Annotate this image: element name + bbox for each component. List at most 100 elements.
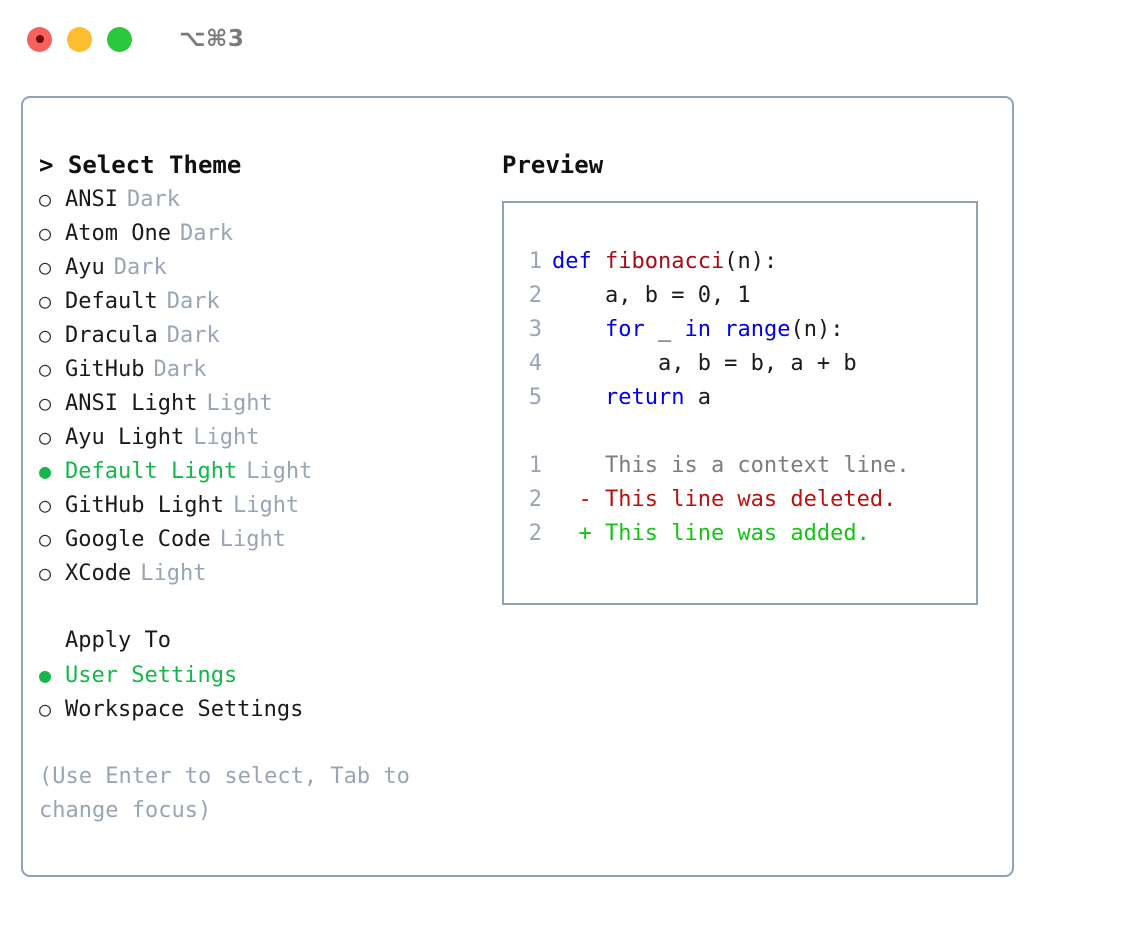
- code-line-content: def fibonacci(n):: [552, 245, 777, 279]
- preview-heading: Preview: [502, 151, 604, 179]
- apply-to-section: Apply To ●User Settings○Workspace Settin…: [39, 624, 489, 726]
- radio-unselected-icon: ○: [39, 493, 52, 517]
- theme-option-atom-one[interactable]: ○ Atom One Dark: [39, 216, 489, 250]
- theme-option-tag: Dark: [113, 255, 167, 280]
- maximize-button-icon[interactable]: [107, 26, 132, 52]
- code-line-number: 5: [528, 385, 542, 410]
- apply-to-option-workspace-settings[interactable]: ○ Workspace Settings: [39, 692, 489, 726]
- select-theme-heading: > Select Theme: [39, 151, 242, 179]
- theme-option-tag: Dark: [166, 323, 220, 348]
- code-token-plain: a, b = 0, 1: [552, 283, 751, 308]
- radio-selected-icon: ●: [39, 459, 52, 483]
- keyboard-hint-text: (Use Enter to select, Tab to change focu…: [39, 764, 424, 823]
- code-token-plain: (n):: [724, 249, 778, 274]
- window-controls: [27, 26, 132, 52]
- radio-unselected-icon: ○: [39, 255, 52, 279]
- radio-unselected-icon: ○: [39, 357, 52, 381]
- close-button-icon[interactable]: [27, 26, 52, 52]
- theme-option-label: GitHub Light: [65, 493, 224, 518]
- code-token-plain: a: [684, 385, 711, 410]
- code-line-content: a, b = 0, 1: [552, 279, 751, 313]
- diff-line-number: 2: [528, 521, 542, 546]
- theme-option-tag: Dark: [166, 289, 220, 314]
- diff-line-ctx: 1 This is a context line.: [504, 449, 976, 483]
- theme-option-tag: Light: [193, 425, 260, 450]
- code-token-plain: [552, 385, 605, 410]
- radio-unselected-icon: ○: [39, 697, 52, 721]
- record-dot-icon: [35, 35, 44, 43]
- theme-option-label: XCode: [65, 561, 132, 586]
- theme-option-xcode[interactable]: ○ XCode Light: [39, 556, 489, 590]
- code-token-kw: def: [552, 249, 605, 274]
- code-line-content: a, b = b, a + b: [552, 347, 857, 381]
- code-token-kw: for: [604, 317, 645, 342]
- radio-unselected-icon: ○: [39, 221, 52, 245]
- code-line-number: 2: [528, 283, 542, 308]
- diff-line-number: 1: [528, 453, 542, 478]
- apply-to-option-label: User Settings: [65, 663, 238, 688]
- theme-option-label: Default: [65, 289, 158, 314]
- radio-unselected-icon: ○: [39, 561, 52, 585]
- diff-line-add: 2 + This line was added.: [504, 517, 976, 551]
- code-token-fn: fibonacci: [604, 249, 725, 274]
- code-line: 3 for _ in range(n):: [504, 313, 976, 347]
- code-token-plain: (n):: [790, 317, 844, 342]
- apply-to-option-list: ● User Settings ○ Workspace Settings: [39, 658, 489, 726]
- diff-line-content: - This line was deleted.: [552, 487, 897, 512]
- code-line-number: 1: [528, 249, 542, 274]
- code-line: 4 a, b = b, a + b: [504, 347, 976, 381]
- diff-line-del: 2 - This line was deleted.: [504, 483, 976, 517]
- diff-line-content: This is a context line.: [552, 453, 910, 478]
- apply-to-option-label: Workspace Settings: [65, 697, 304, 722]
- theme-option-label: GitHub: [65, 357, 145, 382]
- radio-selected-icon: ●: [39, 663, 52, 687]
- theme-option-label: ANSI: [65, 187, 118, 212]
- apply-to-option-user-settings[interactable]: ● User Settings: [39, 658, 489, 692]
- theme-option-label: ANSI Light: [65, 391, 198, 416]
- theme-option-label: Dracula: [65, 323, 158, 348]
- theme-option-label: Ayu: [65, 255, 105, 280]
- radio-unselected-icon: ○: [39, 187, 52, 211]
- radio-unselected-icon: ○: [39, 391, 52, 415]
- code-line-number: 3: [528, 317, 542, 342]
- theme-option-github[interactable]: ○ GitHub Dark: [39, 352, 489, 386]
- minimize-button-icon[interactable]: [67, 26, 92, 52]
- radio-unselected-icon: ○: [39, 527, 52, 551]
- code-token-plain: [552, 317, 605, 342]
- code-line-number: 4: [528, 351, 542, 376]
- code-token-plain: a, b = b, a + b: [552, 351, 857, 376]
- diff-line-number: 2: [528, 487, 542, 512]
- theme-option-ayu[interactable]: ○ Ayu Dark: [39, 250, 489, 284]
- code-token-kw: in range: [684, 317, 791, 342]
- code-line-content: for _ in range(n):: [552, 313, 843, 347]
- code-line: 5 return a: [504, 381, 976, 415]
- theme-option-label: Atom One: [65, 221, 171, 246]
- code-token-kw: return: [604, 385, 685, 410]
- code-line: 2 a, b = 0, 1: [504, 279, 976, 313]
- code-token-plain: _: [644, 317, 685, 342]
- theme-option-label: Google Code: [65, 527, 211, 552]
- theme-option-google-code[interactable]: ○ Google Code Light: [39, 522, 489, 556]
- theme-option-label: Default Light: [65, 459, 238, 484]
- window-shortcut-label: ⌥⌘3: [179, 26, 245, 52]
- code-line: 1 def fibonacci(n):: [504, 245, 976, 279]
- theme-option-tag: Light: [140, 561, 207, 586]
- diff-line-content: + This line was added.: [552, 521, 870, 546]
- theme-option-tag: Dark: [179, 221, 233, 246]
- window-titlebar: ⌥⌘3: [0, 0, 1140, 78]
- theme-option-tag: Dark: [153, 357, 207, 382]
- theme-option-tag: Light: [219, 527, 286, 552]
